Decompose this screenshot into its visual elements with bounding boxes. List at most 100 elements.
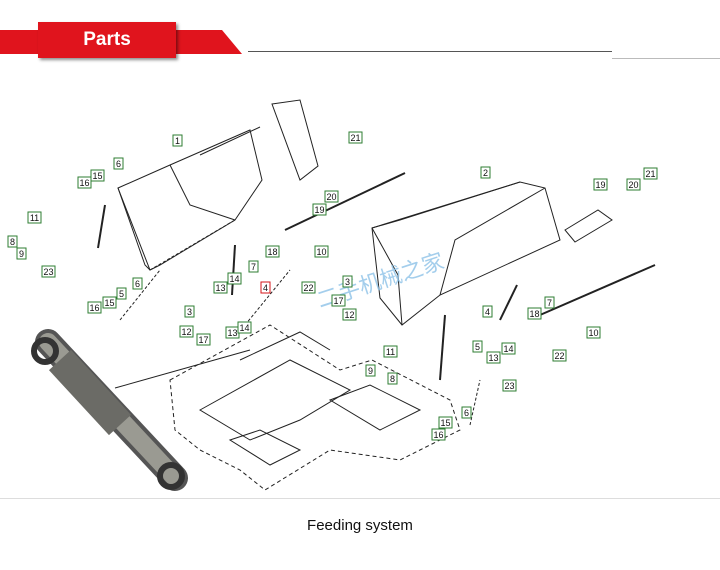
part-label-23: 23: [502, 379, 517, 392]
hydraulic-cylinder-photo: [31, 329, 188, 491]
svg-text:8: 8: [10, 237, 15, 247]
svg-text:5: 5: [475, 342, 480, 352]
svg-text:17: 17: [198, 335, 208, 345]
svg-text:9: 9: [19, 249, 24, 259]
caption-divider: [0, 498, 720, 499]
part-label-16: 16: [87, 301, 102, 314]
svg-text:9: 9: [368, 366, 373, 376]
part-label-22: 22: [552, 349, 567, 362]
svg-text:7: 7: [547, 298, 552, 308]
svg-text:1: 1: [175, 136, 180, 146]
part-label-7: 7: [544, 296, 555, 309]
svg-text:19: 19: [314, 205, 324, 215]
svg-text:4: 4: [263, 283, 268, 293]
part-label-11: 11: [27, 211, 42, 224]
svg-text:13: 13: [215, 283, 225, 293]
part-label-11: 11: [383, 345, 398, 358]
svg-text:14: 14: [239, 323, 249, 333]
svg-text:20: 20: [628, 180, 638, 190]
part-label-12: 12: [179, 325, 194, 338]
part-label-4: 4: [260, 281, 271, 294]
part-label-18: 18: [265, 245, 280, 258]
svg-text:6: 6: [135, 279, 140, 289]
svg-text:22: 22: [303, 283, 313, 293]
parts-diagram: 二手机械之家: [31, 99, 656, 491]
svg-text:10: 10: [316, 247, 326, 257]
part-label-21: 21: [348, 131, 363, 144]
part-label-4: 4: [482, 305, 493, 318]
part-label-3: 3: [184, 305, 195, 318]
part-label-10: 10: [586, 326, 601, 339]
header-divider: [248, 51, 612, 52]
part-label-19: 19: [593, 178, 608, 191]
svg-text:14: 14: [503, 344, 513, 354]
part-label-5: 5: [472, 340, 483, 353]
part-label-22: 22: [301, 281, 316, 294]
svg-text:17: 17: [333, 296, 343, 306]
svg-text:16: 16: [433, 430, 443, 440]
svg-text:12: 12: [344, 310, 354, 320]
part-label-13: 13: [486, 351, 501, 364]
part-label-9: 9: [16, 247, 27, 260]
svg-text:16: 16: [89, 303, 99, 313]
svg-text:23: 23: [43, 267, 53, 277]
part-label-16: 16: [77, 176, 92, 189]
svg-text:21: 21: [645, 169, 655, 179]
part-label-14: 14: [227, 272, 242, 285]
diagram-caption: Feeding system: [307, 517, 413, 534]
part-label-20: 20: [324, 190, 339, 203]
part-label-6: 6: [132, 277, 143, 290]
page-title: Parts Catalogue: [61, 29, 153, 86]
part-label-15: 15: [438, 416, 453, 429]
part-label-13: 13: [225, 326, 240, 339]
svg-text:21: 21: [350, 133, 360, 143]
svg-text:13: 13: [227, 328, 237, 338]
part-label-10: 10: [314, 245, 329, 258]
part-label-23: 23: [41, 265, 56, 278]
part-label-19: 19: [312, 203, 327, 216]
part-label-3: 3: [342, 275, 353, 288]
part-label-16: 16: [431, 428, 446, 441]
svg-text:13: 13: [488, 353, 498, 363]
svg-text:11: 11: [30, 213, 39, 223]
svg-text:14: 14: [229, 274, 239, 284]
svg-text:8: 8: [390, 374, 395, 384]
part-label-21: 21: [643, 167, 658, 180]
svg-text:16: 16: [79, 178, 89, 188]
svg-text:22: 22: [554, 351, 564, 361]
part-label-17: 17: [196, 333, 211, 346]
part-label-20: 20: [626, 178, 641, 191]
part-label-8: 8: [7, 235, 18, 248]
svg-text:12: 12: [181, 327, 191, 337]
svg-text:20: 20: [326, 192, 336, 202]
svg-text:15: 15: [440, 418, 450, 428]
svg-text:6: 6: [116, 159, 121, 169]
part-label-5: 5: [116, 287, 127, 300]
part-label-17: 17: [331, 294, 346, 307]
svg-text:15: 15: [92, 171, 102, 181]
part-label-7: 7: [248, 260, 259, 273]
part-label-14: 14: [237, 321, 252, 334]
part-label-8: 8: [387, 372, 398, 385]
svg-text:19: 19: [595, 180, 605, 190]
svg-text:18: 18: [529, 309, 539, 319]
svg-text:18: 18: [267, 247, 277, 257]
part-label-6: 6: [113, 157, 124, 170]
part-label-13: 13: [213, 281, 228, 294]
svg-text:3: 3: [345, 277, 350, 287]
svg-text:7: 7: [251, 262, 256, 272]
part-label-9: 9: [365, 364, 376, 377]
part-label-15: 15: [102, 296, 117, 309]
svg-text:10: 10: [588, 328, 598, 338]
svg-text:6: 6: [464, 408, 469, 418]
part-label-1: 1: [172, 134, 183, 147]
header-divider-faint: [612, 58, 720, 59]
svg-text:23: 23: [504, 381, 514, 391]
svg-text:2: 2: [483, 168, 488, 178]
part-label-6: 6: [461, 406, 472, 419]
svg-text:3: 3: [187, 307, 192, 317]
title-badge: Parts Catalogue: [38, 22, 176, 86]
part-label-2: 2: [480, 166, 491, 179]
part-label-14: 14: [501, 342, 516, 355]
